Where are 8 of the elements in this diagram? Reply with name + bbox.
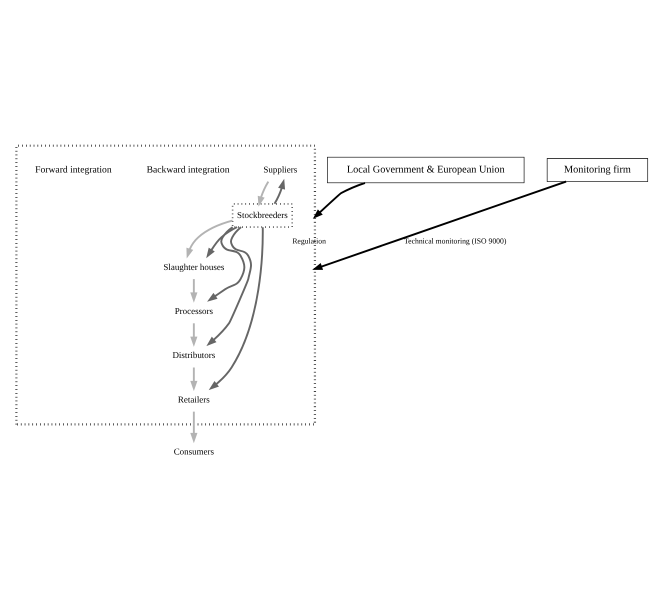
node-text: Suppliers [263,164,298,174]
node-text: Consumers [174,446,214,456]
label: Backward integration [146,164,230,175]
node-text: Retailers [178,394,210,404]
node-text: Slaughter houses [163,261,224,272]
label: Forward integration [35,164,112,175]
node-text: Distributors [172,350,216,360]
node-text: Processors [174,305,213,316]
